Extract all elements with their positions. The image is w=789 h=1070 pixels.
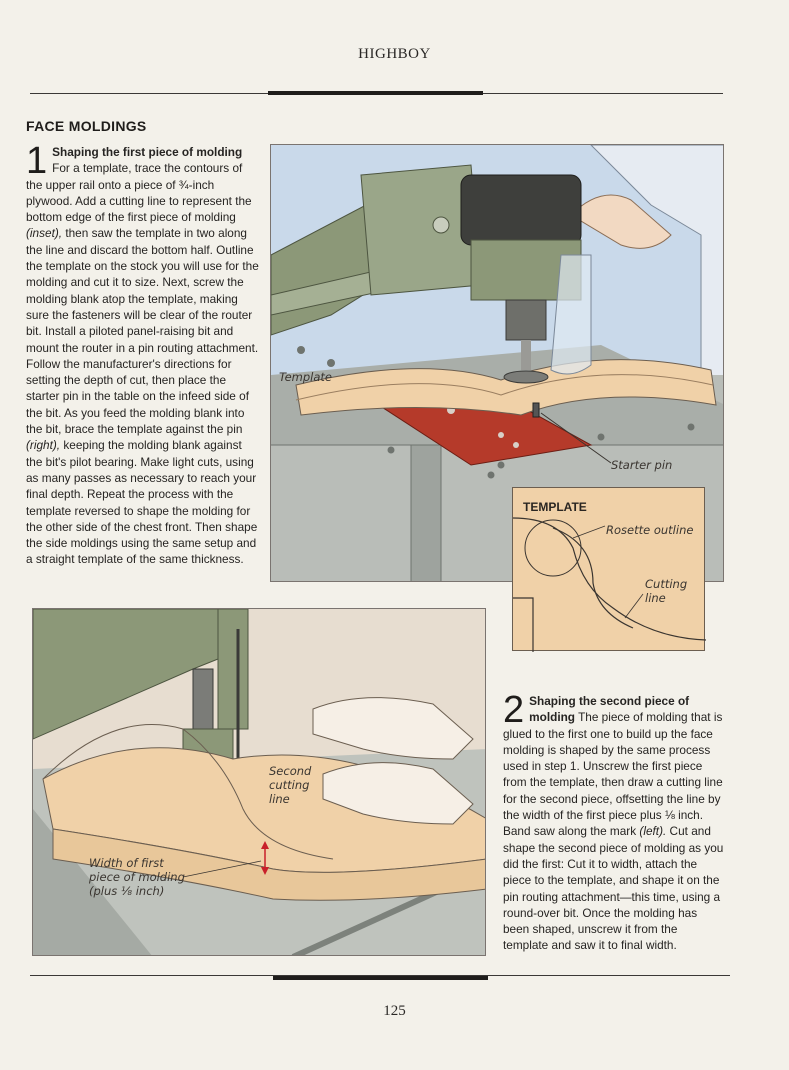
label-cutting-line-1: Cutting (645, 577, 687, 591)
template-drawing: Rosette outline Cutting line (513, 517, 706, 652)
label-rosette-outline: Rosette outline (606, 523, 693, 537)
label-cutting-line-2: line (645, 591, 666, 605)
router-illustration: Template Starter pin (270, 144, 724, 582)
label-width-first-piece-1: Width of first (89, 856, 164, 870)
label-second-cutting-line-3: line (269, 792, 290, 806)
label-width-first-piece-2: piece of molding (88, 870, 185, 884)
bandsaw-drawing: Second cutting line Width of first piece… (33, 609, 485, 955)
step-1-inset-ref: (inset), (26, 226, 63, 241)
running-head: HIGHBOY (358, 46, 431, 62)
label-width-first-piece-3: (plus ⅛ inch) (89, 884, 164, 898)
step-1-text-b: then saw the template in two along the l… (26, 226, 259, 437)
bottom-rule-bar (273, 976, 488, 980)
label-second-cutting-line-2: cutting (269, 778, 309, 792)
step-2-title: Shaping the second piece of molding (529, 694, 690, 725)
step-2-text-b: Cut and shape the second piece of moldin… (503, 824, 724, 953)
bottom-rule (30, 975, 730, 976)
step-1-text-c: keeping the molding blank against the bi… (26, 438, 258, 567)
bandsaw-illustration: Second cutting line Width of first piece… (32, 608, 486, 956)
step-2-body: The piece of molding that is glued to th… (503, 710, 723, 952)
step-2-left-ref: (left). (639, 824, 667, 839)
step-2-text-a: The piece of molding that is glued to th… (503, 710, 723, 839)
section-title: FACE MOLDINGS (26, 118, 147, 134)
step-1-right-ref: (right), (26, 438, 61, 453)
page-number: 125 (383, 1003, 406, 1019)
step-1-text-a: For a template, trace the contours of th… (26, 161, 252, 225)
label-starter-pin: Starter pin (611, 458, 672, 472)
router-drawing: Template Starter pin (271, 145, 723, 581)
step-1: 1 Shaping the first piece of molding For… (26, 140, 260, 568)
step-1-title: Shaping the first piece of molding (52, 145, 243, 159)
step-2-number: 2 (503, 689, 525, 731)
top-rule-bar (268, 91, 483, 95)
step-2: 2 Shaping the second piece of molding Th… (503, 689, 725, 954)
template-inset: TEMPLATE Rosette outline Cutting line (512, 487, 706, 652)
label-template: Template (279, 370, 332, 384)
label-second-cutting-line-1: Second (269, 764, 312, 778)
step-1-body: For a template, trace the contours of th… (26, 161, 259, 566)
inset-title: TEMPLATE (523, 500, 587, 514)
step-1-number: 1 (26, 140, 48, 182)
